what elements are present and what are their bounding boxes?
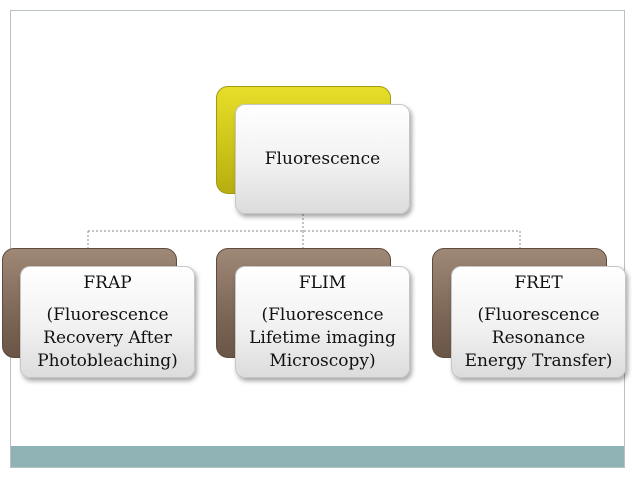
fret-node-line-1: (Fluorescence [477,304,600,325]
root-node-label: Fluorescence [264,149,381,169]
flim-node-line-3: Microscopy) [269,350,376,371]
frap-node-line-1: (Fluorescence [46,304,169,325]
fret-node-line-3: Energy Transfer) [464,350,613,371]
slide-footer-band [11,446,624,467]
flim-node-title: FLIM [298,272,347,293]
flim-node-line-1: (Fluorescence [261,304,384,325]
frap-node-title: FRAP [83,272,132,293]
flim-node: FLIM (Fluorescence Lifetime imaging Micr… [235,266,410,378]
root-node: Fluorescence [235,104,410,214]
fret-node-title: FRET [514,272,563,293]
fret-node-line-2: Resonance [491,327,586,348]
frap-node: FRAP (Fluorescence Recovery After Photob… [20,266,195,378]
flim-node-line-2: Lifetime imaging [249,327,396,348]
frap-node-line-2: Recovery After [43,327,172,348]
frap-node-line-3: Photobleaching) [37,350,178,371]
fret-node: FRET (Fluorescence Resonance Energy Tran… [451,266,626,378]
